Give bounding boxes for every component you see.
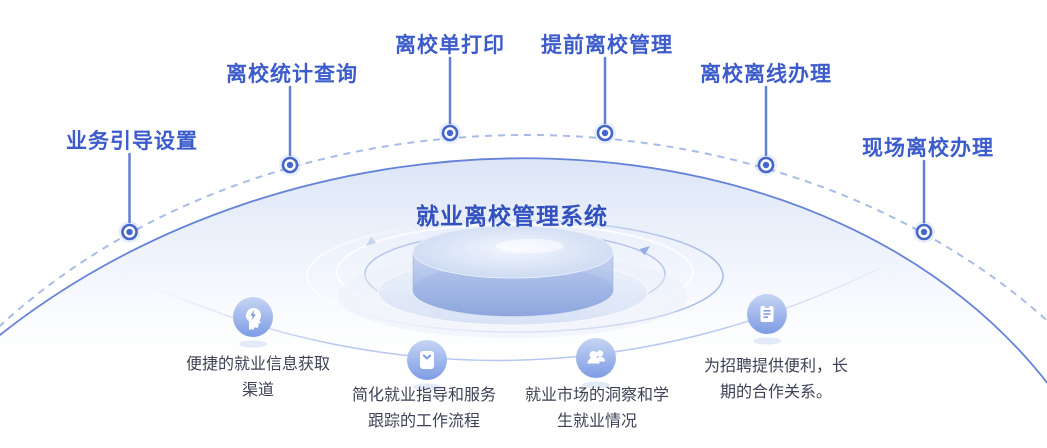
feature-label-business-guide-setup: 业务引导设置 <box>66 130 198 153</box>
feature-label-departure-statistics-query: 离校统计查询 <box>226 63 358 86</box>
central-cylinder <box>338 225 688 338</box>
node-dot <box>594 122 616 144</box>
feature-label-offline-departure-processing: 离校离线办理 <box>700 63 832 86</box>
feature-label-early-departure-management: 提前离校管理 <box>541 34 673 57</box>
benefit-text-workflow: 简化就业指导和服务跟踪的工作流程 <box>351 387 496 430</box>
node-dot <box>755 154 777 176</box>
orbit-arrow-icon <box>639 246 650 256</box>
node-dot <box>118 221 141 243</box>
benefit-icon-shadows <box>239 337 781 391</box>
orbit-arrow-icon <box>366 236 377 246</box>
feature-label-onsite-departure-processing: 现场离校办理 <box>862 137 994 160</box>
platform-edge-arc <box>0 157 1047 385</box>
feature-label-departure-form-print: 离校单打印 <box>395 34 505 57</box>
node-dot <box>913 221 935 243</box>
outer-orbit-ring <box>306 219 724 333</box>
benefit-text-recruiting: 为招聘提供便利，长期的合作关系。 <box>703 358 848 401</box>
benefit-text-info-channel: 便捷的就业信息获取渠道 <box>185 356 330 399</box>
users-icon <box>576 338 616 378</box>
node-dot <box>439 122 461 144</box>
insight-head-icon <box>233 297 273 337</box>
feature-node-stems <box>128 56 926 224</box>
feature-node-dots <box>118 122 935 243</box>
benefit-text-market-insight: 就业市场的洞察和学生就业情况 <box>524 387 669 430</box>
clipboard-icon <box>747 294 787 334</box>
system-title: 就业离校管理系统 <box>416 203 608 229</box>
checklist-badge-icon <box>407 340 447 380</box>
dashed-orbit-arc <box>0 134 1047 328</box>
node-dot <box>279 154 301 176</box>
